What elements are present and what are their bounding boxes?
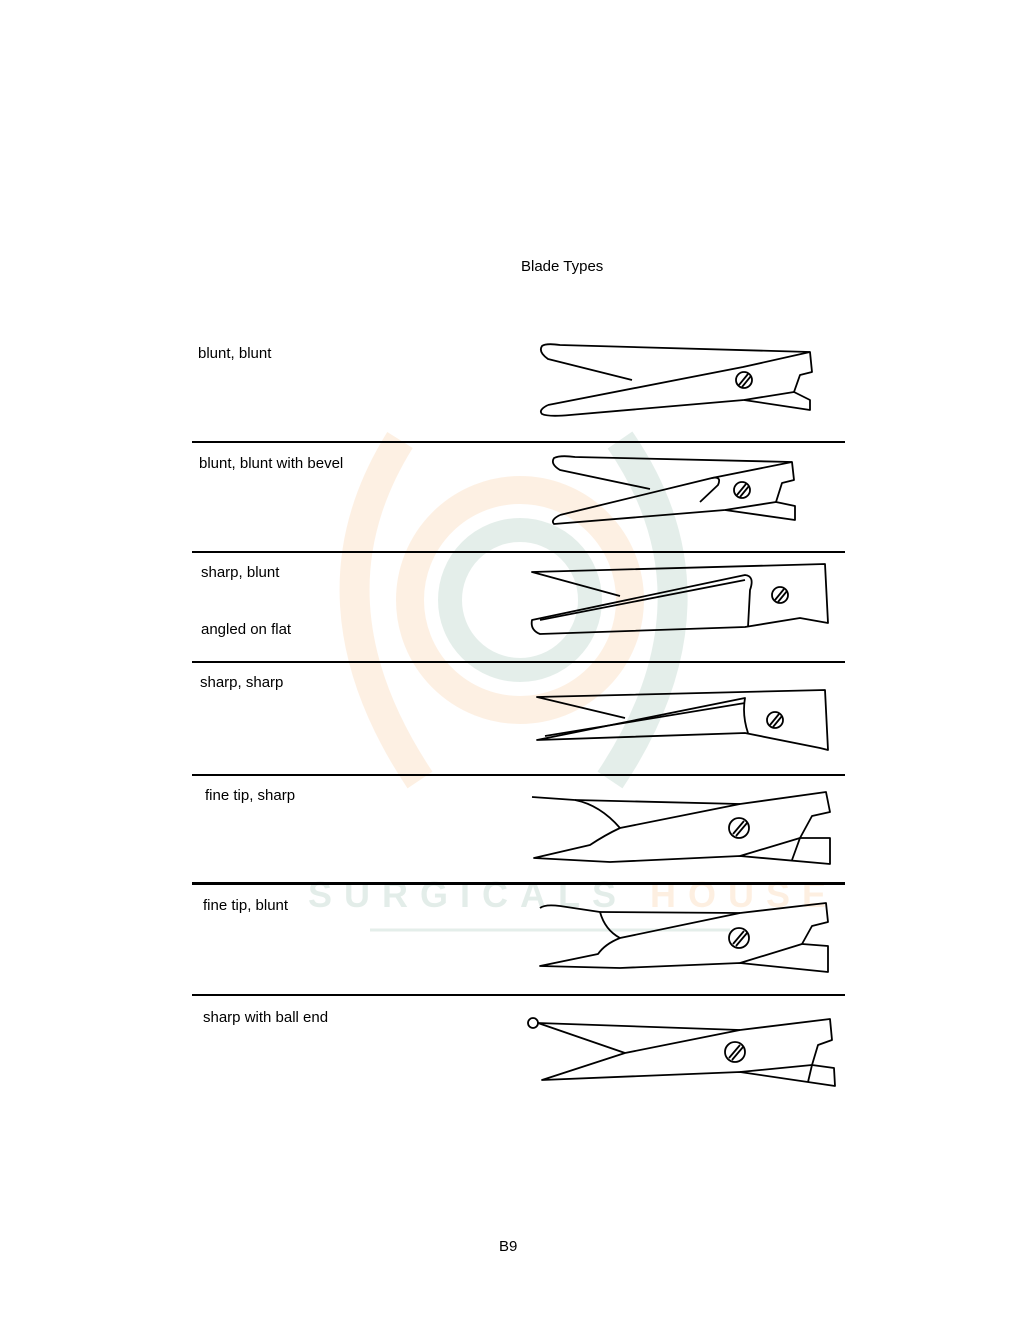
blade-label: blunt, blunt with bevel (199, 455, 344, 472)
page-title: Blade Types (521, 258, 604, 275)
blade-label: fine tip, blunt (203, 897, 289, 914)
watermark-text: SURGICALS HOUSE (308, 874, 838, 916)
row-divider (192, 882, 845, 885)
scissors-blunt-blunt-illustration (539, 343, 813, 417)
watermark-word-1: SURGICALS (308, 874, 629, 915)
scissors-sharp-sharp-illustration (536, 689, 829, 751)
blade-label: sharp with ball end (203, 1009, 329, 1026)
page-number: B9 (499, 1238, 518, 1255)
blade-label: sharp, blunt (201, 564, 280, 581)
row-divider (192, 994, 845, 996)
blade-label: sharp, sharp (200, 674, 284, 691)
scissors-blunt-bevel-illustration (551, 455, 796, 525)
row-divider (192, 441, 845, 443)
scissors-fine-tip-blunt-illustration (539, 902, 829, 973)
blade-sublabel: angled on flat (201, 621, 292, 638)
watermark-word-2: HOUSE (650, 874, 839, 915)
scissors-sharp-blunt-angled-illustration (530, 563, 829, 635)
scissors-ball-end-illustration (527, 1017, 836, 1087)
blade-label: blunt, blunt (198, 345, 272, 362)
row-divider (192, 774, 845, 776)
blade-label: fine tip, sharp (205, 787, 296, 804)
row-divider (192, 661, 845, 663)
row-divider (192, 551, 845, 553)
scissors-fine-tip-sharp-illustration (531, 791, 831, 865)
